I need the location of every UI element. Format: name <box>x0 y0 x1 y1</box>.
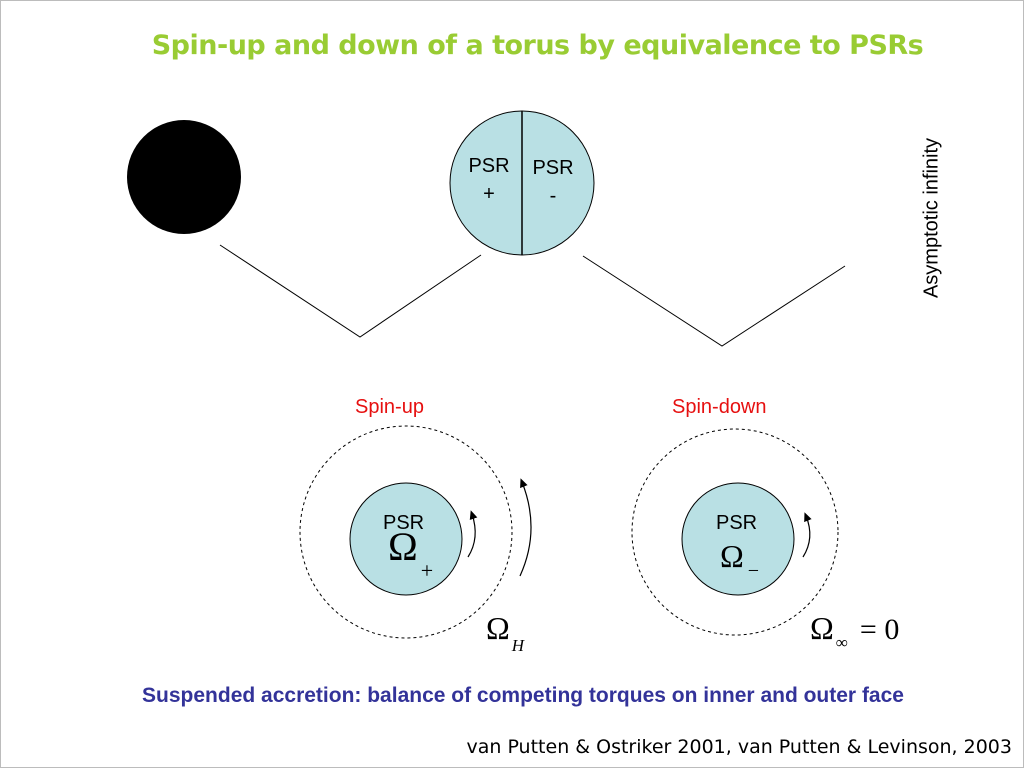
omega-minus-symbol: Ω− <box>720 538 759 582</box>
spin-down-inner-arrow <box>802 512 812 558</box>
omega-plus-symbol: Ω+ <box>388 523 433 583</box>
spin-up-inner-arrow <box>467 510 478 558</box>
omega-h-glyph: Ω <box>486 610 510 646</box>
psr-plus-text: PSR <box>468 155 510 177</box>
psr-minus-sign: - <box>549 185 557 207</box>
omega-infinity-value: = 0 <box>859 613 900 646</box>
spin-up-psr-circle <box>349 482 463 596</box>
spin-up-outer-circle <box>299 425 513 639</box>
left-v-line <box>219 244 482 338</box>
asymptotic-infinity-label: Asymptotic infinity <box>920 137 943 299</box>
spin-up-outer-arrow <box>519 478 532 577</box>
spin-down-heading: Spin-down <box>672 396 767 418</box>
spin-down-psr-label: PSR <box>716 512 758 534</box>
omega-plus-glyph: Ω <box>388 524 418 569</box>
suspended-accretion-note: Suspended accretion: balance of competin… <box>142 684 904 707</box>
spin-down-psr-circle <box>681 482 795 596</box>
spin-up-psr-label: PSR <box>383 512 425 534</box>
psr-minus-label: PSR - <box>531 154 575 210</box>
omega-minus-subscript: − <box>747 560 760 582</box>
omega-plus-subscript: + <box>420 558 434 583</box>
omega-minus-glyph: Ω <box>720 538 744 574</box>
omega-infinity-subscript: ∞ <box>835 633 848 652</box>
psr-plus-label: PSR + <box>467 152 511 208</box>
psr-plus-sign: + <box>483 183 495 205</box>
citation: van Putten & Ostriker 2001, van Putten &… <box>466 736 1012 758</box>
black-hole <box>127 120 241 234</box>
spin-down-outer-circle <box>631 428 839 636</box>
omega-infinity-symbol: Ω∞ = 0 <box>810 610 900 652</box>
psr-minus-text: PSR <box>532 157 574 179</box>
slide-title: Spin-up and down of a torus by equivalen… <box>151 30 924 61</box>
spin-up-heading: Spin-up <box>355 396 424 418</box>
right-v-line <box>582 255 846 347</box>
omega-h-subscript: H <box>511 636 525 655</box>
omega-infinity-glyph: Ω <box>810 610 834 646</box>
